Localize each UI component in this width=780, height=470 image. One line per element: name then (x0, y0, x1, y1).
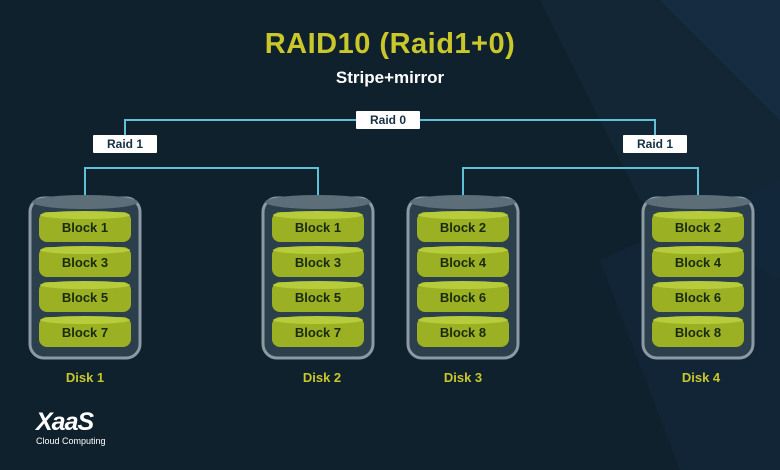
block-body (39, 317, 131, 347)
block-label: Block 3 (61, 255, 109, 270)
disk-block (272, 281, 364, 312)
block-label: Block 4 (674, 255, 722, 270)
block-label: Block 8 (439, 325, 487, 340)
block-label: Block 8 (674, 325, 722, 340)
raid0-label: Raid 0 (356, 111, 420, 129)
diagram-subtitle: Stripe+mirror (335, 68, 445, 87)
block-top (418, 281, 508, 289)
block-label: Block 7 (294, 325, 342, 340)
disk-block (417, 316, 509, 347)
raid1-left-connector (84, 167, 319, 213)
block-label: Block 6 (674, 290, 722, 305)
disk-block (272, 211, 364, 242)
block-label: Block 1 (294, 220, 342, 235)
disk-block (272, 316, 364, 347)
block-top (40, 316, 130, 324)
block-top (653, 211, 743, 219)
block-top (40, 246, 130, 254)
block-label: Block 5 (61, 290, 109, 305)
disk-block (39, 246, 131, 277)
raid1-right-connector (462, 167, 699, 213)
block-top (653, 281, 743, 289)
block-label: Block 3 (294, 255, 342, 270)
disk-shell-top (32, 195, 138, 209)
disk-block (417, 211, 509, 242)
block-label: Block 2 (439, 220, 487, 235)
raid1-left-label: Raid 1 (93, 135, 157, 153)
block-label: Block 2 (674, 220, 722, 235)
block-body (417, 212, 509, 242)
block-body (417, 317, 509, 347)
diagram-title: RAID10 (Raid1+0) (264, 28, 516, 60)
disk-shell-top (645, 195, 751, 209)
logo-subtitle: Cloud Computing (36, 436, 106, 446)
block-top (40, 281, 130, 289)
disks-layer (28, 195, 755, 360)
disk-block (39, 281, 131, 312)
block-top (653, 246, 743, 254)
disk-2 (261, 195, 375, 360)
xaas-logo: XaaS Cloud Computing (36, 408, 106, 447)
block-body (652, 317, 744, 347)
block-top (273, 211, 363, 219)
block-body (39, 247, 131, 277)
disk-1 (28, 195, 142, 360)
disk-name: Disk 3 (443, 370, 483, 385)
disk-block (652, 316, 744, 347)
block-top (418, 246, 508, 254)
block-label: Block 6 (439, 290, 487, 305)
disk-name: Disk 1 (65, 370, 105, 385)
block-body (39, 212, 131, 242)
block-body (652, 282, 744, 312)
block-body (652, 247, 744, 277)
disk-3 (406, 195, 520, 360)
disk-block (39, 316, 131, 347)
block-label: Block 1 (61, 220, 109, 235)
block-body (272, 212, 364, 242)
block-body (417, 247, 509, 277)
block-body (652, 212, 744, 242)
disk-block (272, 246, 364, 277)
block-body (39, 282, 131, 312)
disk-name: Disk 4 (681, 370, 721, 385)
disk-block (652, 246, 744, 277)
block-body (417, 282, 509, 312)
disk-name: Disk 2 (302, 370, 342, 385)
disk-shell-top (265, 195, 371, 209)
disk-block (39, 211, 131, 242)
block-top (40, 211, 130, 219)
disk-4 (641, 195, 755, 360)
block-body (272, 247, 364, 277)
block-label: Block 7 (61, 325, 109, 340)
block-body (272, 282, 364, 312)
block-label: Block 4 (439, 255, 487, 270)
block-top (653, 316, 743, 324)
block-body (272, 317, 364, 347)
disk-block (417, 281, 509, 312)
block-top (418, 316, 508, 324)
block-label: Block 5 (294, 290, 342, 305)
connector-lines (84, 119, 699, 213)
logo-mark: XaaS (36, 408, 94, 436)
disk-block (652, 211, 744, 242)
disk-block (652, 281, 744, 312)
disk-shell-top (410, 195, 516, 209)
disk-block (417, 246, 509, 277)
block-top (418, 211, 508, 219)
raid1-right-label: Raid 1 (623, 135, 687, 153)
block-top (273, 246, 363, 254)
block-top (273, 316, 363, 324)
block-top (273, 281, 363, 289)
